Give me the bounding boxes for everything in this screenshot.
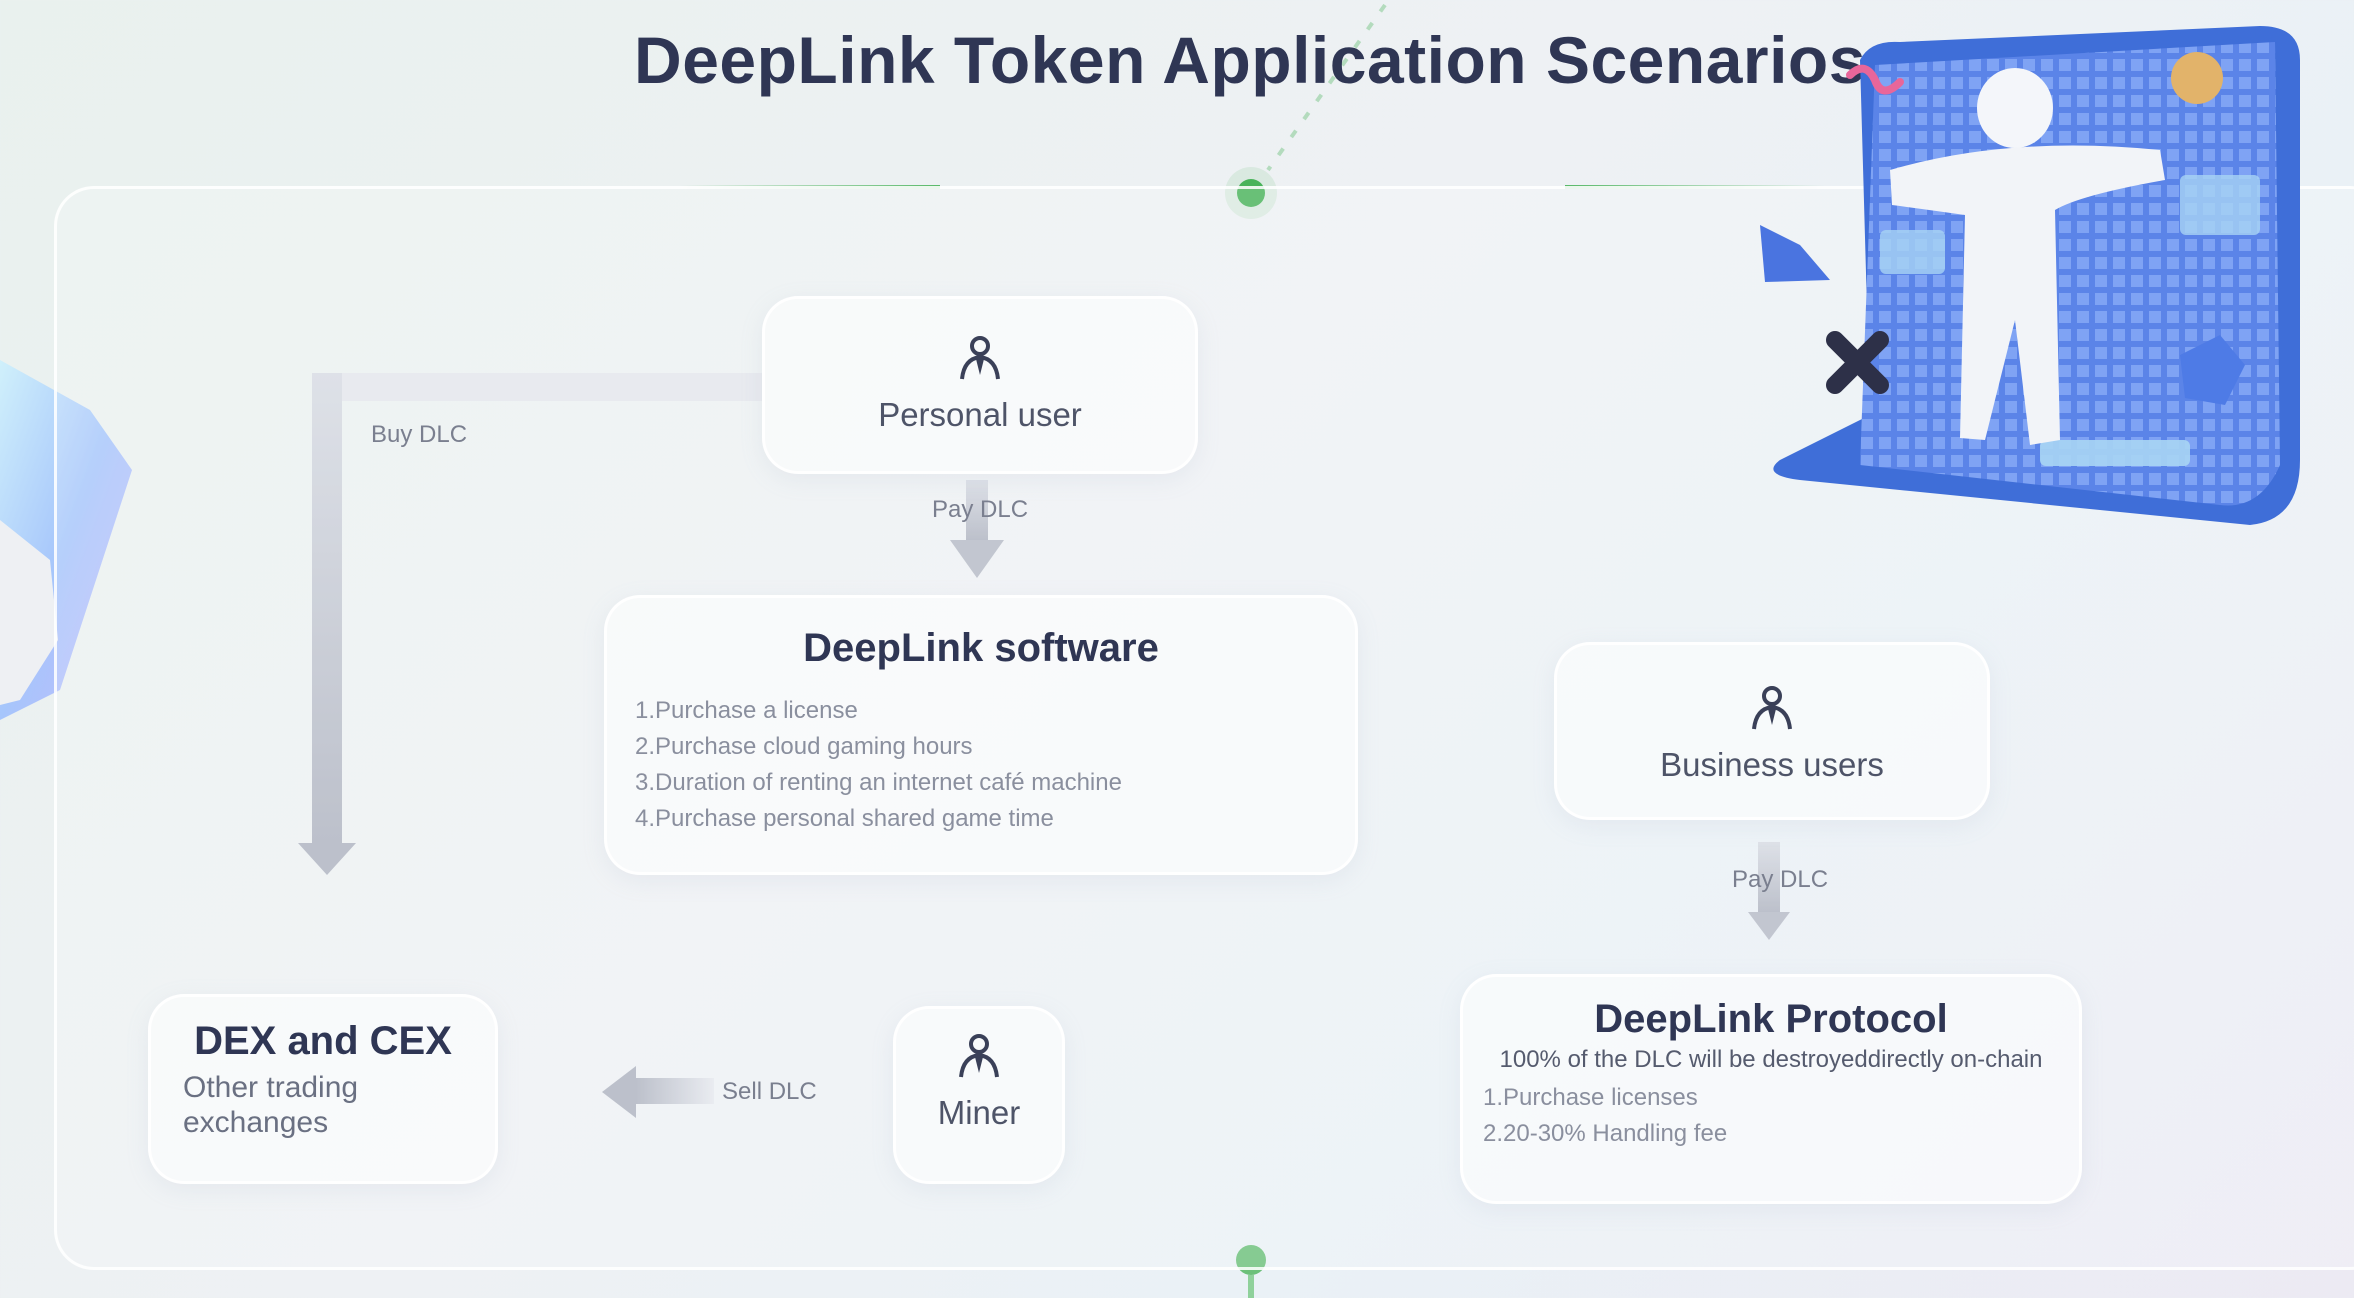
deeplink-software-card: DeepLink software 1.Purchase a license 2… — [604, 595, 1358, 875]
list-item: 2.Purchase cloud gaming hours — [635, 733, 973, 760]
pay-dlc-arrow-personal — [950, 480, 1004, 578]
person-on-grid-screen-illustration — [1760, 26, 2300, 525]
deeplink-protocol-card: DeepLink Protocol 100% of the DLC will b… — [1460, 974, 2082, 1204]
deeplink-protocol-subtitle: 100% of the DLC will be destroyeddirectl… — [1499, 1046, 2043, 1073]
pay-dlc-arrow-business — [1748, 842, 1790, 940]
list-item: 4.Purchase personal shared game time — [635, 805, 1054, 832]
pay-dlc-label-personal: Pay DLC — [932, 496, 1029, 523]
deeplink-software-title: DeepLink software — [803, 626, 1159, 670]
personal-user-card: Personal user — [762, 296, 1198, 474]
miner-label: Miner — [937, 1094, 1021, 1131]
dex-cex-card: DEX and CEX Other trading exchanges — [148, 994, 498, 1184]
list-item: 1.Purchase a license — [635, 697, 858, 724]
sell-dlc-arrow — [602, 1066, 714, 1118]
buy-dlc-label: Buy DLC — [371, 421, 468, 448]
user-icon — [765, 335, 1195, 386]
dex-cex-subtitle-line1: Other trading — [183, 1071, 359, 1104]
pay-dlc-label-business: Pay DLC — [1732, 866, 1829, 893]
page-title: DeepLink Token Application Scenarios — [634, 23, 1866, 97]
deeplink-protocol-list: 1.Purchase licenses 2.20-30% Handling fe… — [1483, 1080, 2079, 1152]
bottom-node-stem — [1248, 1275, 1254, 1298]
list-item: 2.20-30% Handling fee — [1483, 1120, 1728, 1147]
miner-card: Miner — [893, 1006, 1065, 1184]
deeplink-protocol-title: DeepLink Protocol — [1594, 997, 1948, 1041]
personal-user-label: Personal user — [878, 396, 1082, 433]
dex-cex-subtitle-line2: exchanges — [183, 1106, 329, 1139]
crystal-prism-illustration — [0, 360, 132, 720]
list-item: 1.Purchase licenses — [1483, 1084, 1698, 1111]
user-icon — [896, 1033, 1062, 1084]
user-icon — [1557, 685, 1987, 736]
list-item: 3.Duration of renting an internet café m… — [635, 769, 1122, 796]
dex-cex-title: DEX and CEX — [194, 1019, 452, 1063]
sell-dlc-label: Sell DLC — [722, 1078, 817, 1105]
buy-dlc-arrow — [298, 373, 762, 875]
business-users-card: Business users — [1554, 642, 1990, 820]
business-users-label: Business users — [1660, 746, 1884, 783]
deeplink-software-list: 1.Purchase a license 2.Purchase cloud ga… — [635, 693, 1355, 837]
